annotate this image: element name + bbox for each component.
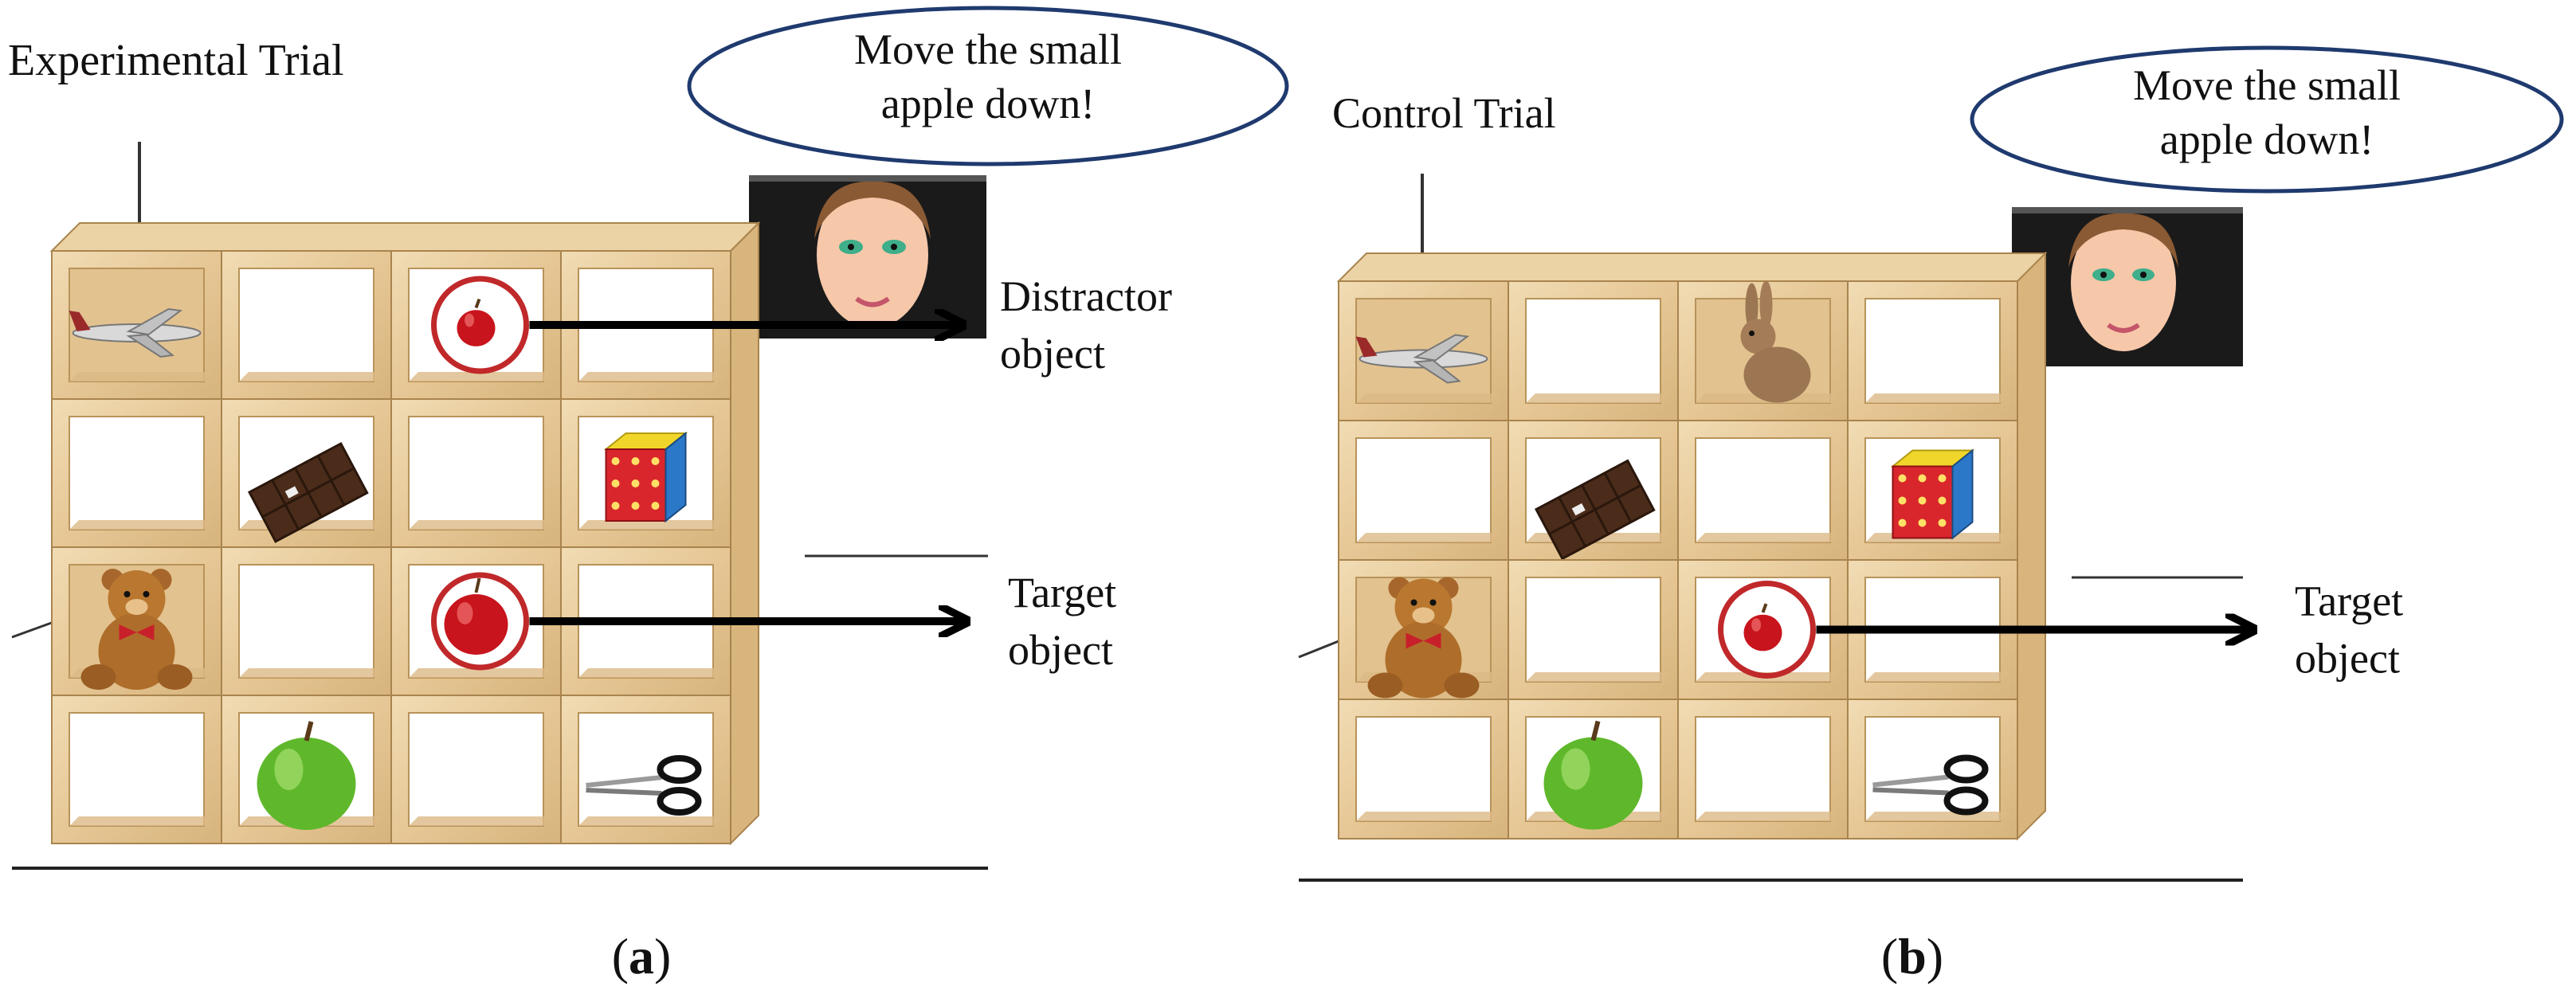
shelf-cell (221, 398, 392, 548)
object-label: object (1000, 330, 1105, 378)
shelf-cell (51, 546, 222, 696)
speech-bubble: Move the small apple down! (1970, 45, 2564, 194)
shelf-cell (51, 398, 222, 548)
wall-line-left (1298, 640, 1339, 659)
scissors-icon (1872, 754, 1989, 816)
shelf-cell (1677, 280, 1849, 421)
shelf-cell (390, 695, 562, 844)
shelf-cell (390, 398, 562, 548)
teddy-bear-icon (1367, 577, 1480, 699)
shelf-cell (1847, 420, 2018, 561)
shelf-top-panel (49, 222, 761, 252)
panel-experimental-trial: Experimental Trial Move the small apple … (8, 6, 1289, 984)
shelf-cell (1338, 559, 1509, 700)
airplane-icon (1355, 334, 1488, 384)
caption-b: (b) (1881, 928, 1943, 984)
scissors-icon (586, 755, 702, 816)
speech-line-1: Move the small (2133, 61, 2401, 109)
chocolate-icon (247, 441, 369, 543)
shelf-unit: Target object (1336, 251, 2403, 841)
shelf-cell (1338, 420, 1509, 561)
shelf-cell (1847, 699, 2018, 839)
shelf-cell (1508, 280, 1679, 421)
avatar-face (817, 182, 928, 328)
object-label: object (1008, 626, 1113, 674)
shelf-cell (1847, 280, 2018, 421)
shelf-cell (1338, 699, 1509, 839)
shelf-cell (51, 250, 222, 400)
cube-icon (1890, 448, 1975, 540)
chocolate-icon (1534, 459, 1656, 561)
wall-line-left (11, 620, 57, 639)
avatar-screen (749, 175, 986, 339)
shelf-cell (560, 695, 731, 844)
shelf-cell (1677, 420, 1849, 561)
apple-green-icon (1543, 720, 1643, 830)
apple-large-icon (444, 577, 508, 655)
speech-line-1: Move the small (854, 25, 1122, 73)
shelf-cell (221, 695, 392, 844)
highlight-circle (1718, 581, 1816, 679)
shelf-cell (1508, 420, 1679, 561)
object-label: object (2295, 635, 2400, 683)
shelf-cell (1508, 699, 1679, 839)
apple-small-icon (457, 298, 496, 346)
shelf-cell (221, 250, 392, 400)
shelf-cell (1677, 699, 1849, 839)
airplane-icon (69, 307, 202, 358)
shelf-cell (1508, 559, 1679, 700)
object-label: Distractor (1000, 272, 1172, 320)
shelf-top-panel (1336, 252, 2048, 282)
highlight-circle (431, 572, 529, 671)
shelf-cell (221, 546, 392, 696)
avatar-face (2071, 214, 2176, 351)
shelf-cell (560, 398, 731, 548)
object-label: Target (1008, 569, 1116, 616)
avatar-screen (2012, 207, 2243, 366)
caption-a: (a) (612, 928, 672, 984)
panel-title: Experimental Trial (8, 36, 344, 85)
shelf-cell (51, 695, 222, 844)
apple-green-icon (257, 721, 356, 830)
rabbit-icon (1740, 280, 1811, 403)
shelf-cell (1338, 280, 1509, 421)
panel-title: Control Trial (1332, 89, 1556, 137)
speech-line-2: apple down! (2160, 115, 2374, 163)
highlight-circle (431, 276, 529, 374)
object-label: Target (2295, 577, 2403, 625)
speech-line-2: apple down! (881, 80, 1095, 127)
apple-small-icon (1743, 603, 1782, 652)
panel-control-trial: Control Trial Move the small apple down!… (1298, 45, 2564, 984)
shelf-side-panel (730, 221, 759, 846)
shelf-side-panel (2017, 251, 2046, 841)
teddy-bear-icon (80, 569, 193, 690)
cube-icon (603, 431, 688, 523)
speech-bubble: Move the small apple down! (687, 6, 1289, 166)
